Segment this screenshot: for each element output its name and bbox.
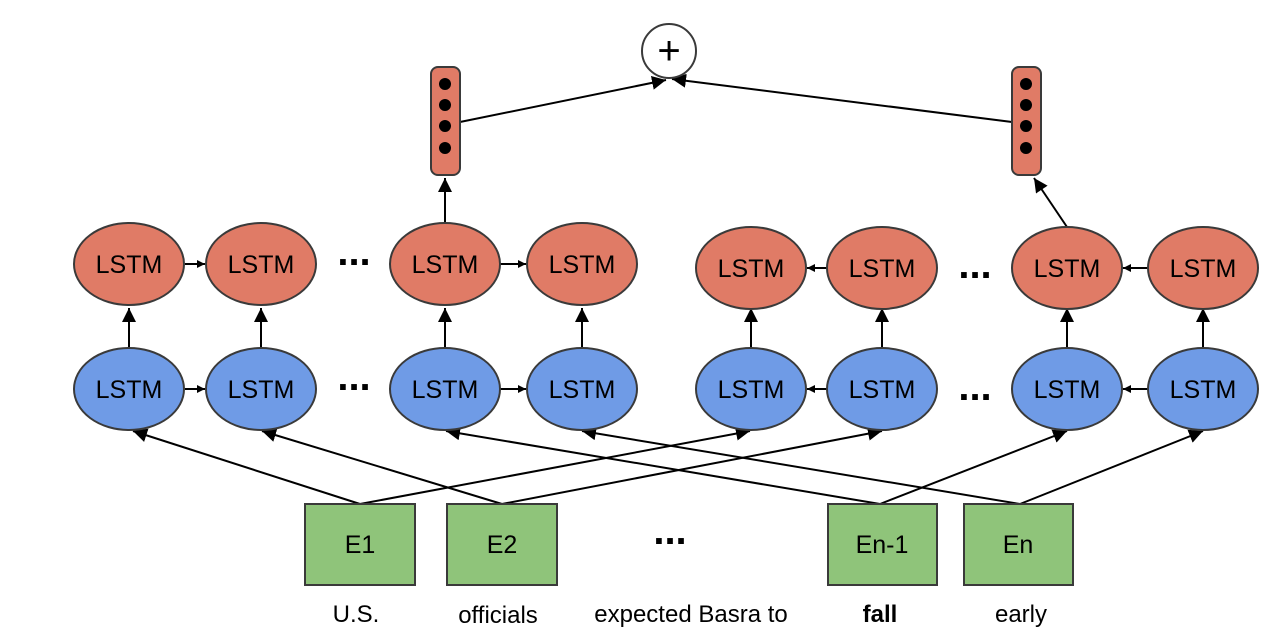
output-connections	[438, 73, 1068, 228]
svg-text:En-1: En-1	[856, 531, 909, 559]
input-connections	[132, 426, 1204, 505]
svg-text:LSTM: LSTM	[412, 376, 479, 404]
svg-text:LSTM: LSTM	[549, 376, 616, 404]
edge-e2-to-fwd2	[261, 428, 503, 505]
sum-node: +	[641, 23, 697, 79]
svg-text:LSTM: LSTM	[96, 376, 163, 404]
embedding-e1: E1	[304, 503, 416, 586]
edge-e1-to-fwd1	[132, 428, 361, 505]
output-vector-forward	[430, 66, 461, 176]
plus-symbol: +	[657, 29, 680, 73]
top-layer-backward: LSTM LSTM LSTM LSTM	[695, 226, 1259, 310]
word-fall: fall	[863, 601, 898, 628]
word-expected-basra-to: expected Basra to	[594, 601, 787, 628]
recurrent-connections	[185, 260, 1148, 393]
lstm-bot-bwd-1: LSTM	[695, 347, 807, 431]
edge-en1-to-bwd3	[879, 429, 1068, 505]
embedding-en-1: En-1	[827, 503, 938, 586]
svg-text:E2: E2	[487, 531, 518, 559]
embedding-en: En	[963, 503, 1074, 586]
embedding-layer: E1 E2 En-1 En	[304, 503, 1074, 586]
svg-text:LSTM: LSTM	[549, 251, 616, 279]
svg-text:LSTM: LSTM	[96, 251, 163, 279]
svg-text:E1: E1	[345, 531, 376, 559]
lstm-top-bwd-3: LSTM	[1011, 226, 1123, 310]
lstm-bot-fwd-3: LSTM	[389, 347, 501, 431]
edge-vector-left-to-plus	[459, 75, 667, 123]
edge-bwd-to-vector	[1033, 177, 1068, 228]
svg-text:LSTM: LSTM	[1034, 255, 1101, 283]
svg-text:LSTM: LSTM	[1170, 255, 1237, 283]
svg-text:LSTM: LSTM	[718, 376, 785, 404]
svg-text:LSTM: LSTM	[1170, 376, 1237, 404]
svg-text:LSTM: LSTM	[412, 251, 479, 279]
ellipsis-markers: ... ... ... ... ...	[337, 230, 991, 553]
lstm-top-fwd-3: LSTM	[389, 222, 501, 306]
ellipsis-top-forward: ...	[337, 230, 370, 274]
edge-en1-to-fwd3	[445, 426, 881, 505]
svg-text:LSTM: LSTM	[228, 251, 295, 279]
lstm-bot-fwd-1: LSTM	[73, 347, 185, 431]
svg-text:En: En	[1003, 531, 1034, 559]
lstm-top-bwd-1: LSTM	[695, 226, 807, 310]
edge-en-to-bwd4	[1019, 429, 1204, 505]
svg-text:LSTM: LSTM	[718, 255, 785, 283]
lstm-top-bwd-2: LSTM	[826, 226, 938, 310]
ellipsis-embeddings: ...	[653, 509, 686, 553]
svg-text:LSTM: LSTM	[849, 376, 916, 404]
ellipsis-top-backward: ...	[958, 243, 991, 287]
word-officials: officials	[458, 602, 538, 629]
embedding-e2: E2	[446, 503, 558, 586]
edge-e2-to-bwd2	[501, 426, 883, 505]
layer-connections	[122, 308, 1210, 348]
top-layer-forward: LSTM LSTM LSTM LSTM	[73, 222, 638, 306]
lstm-top-fwd-4: LSTM	[526, 222, 638, 306]
lstm-bot-bwd-2: LSTM	[826, 347, 938, 431]
svg-text:LSTM: LSTM	[228, 376, 295, 404]
ellipsis-bottom-forward: ...	[337, 355, 370, 399]
word-early: early	[995, 601, 1047, 628]
svg-text:LSTM: LSTM	[849, 255, 916, 283]
bottom-layer-backward: LSTM LSTM LSTM LSTM	[695, 347, 1259, 431]
edge-en-to-fwd4	[581, 426, 1021, 505]
edge-e1-to-bwd1	[359, 426, 751, 505]
edge-vector-right-to-plus	[671, 73, 1013, 123]
ellipsis-bottom-backward: ...	[958, 365, 991, 409]
lstm-bot-bwd-3: LSTM	[1011, 347, 1123, 431]
lstm-bot-fwd-4: LSTM	[526, 347, 638, 431]
lstm-top-bwd-4: LSTM	[1147, 226, 1259, 310]
lstm-top-fwd-1: LSTM	[73, 222, 185, 306]
lstm-bot-fwd-2: LSTM	[205, 347, 317, 431]
lstm-bot-bwd-4: LSTM	[1147, 347, 1259, 431]
lstm-top-fwd-2: LSTM	[205, 222, 317, 306]
output-vector-backward	[1011, 66, 1042, 176]
input-words: U.S. officials expected Basra to fall ea…	[333, 601, 1047, 629]
bottom-layer-forward: LSTM LSTM LSTM LSTM	[73, 347, 638, 431]
svg-text:LSTM: LSTM	[1034, 376, 1101, 404]
word-us: U.S.	[333, 601, 380, 628]
